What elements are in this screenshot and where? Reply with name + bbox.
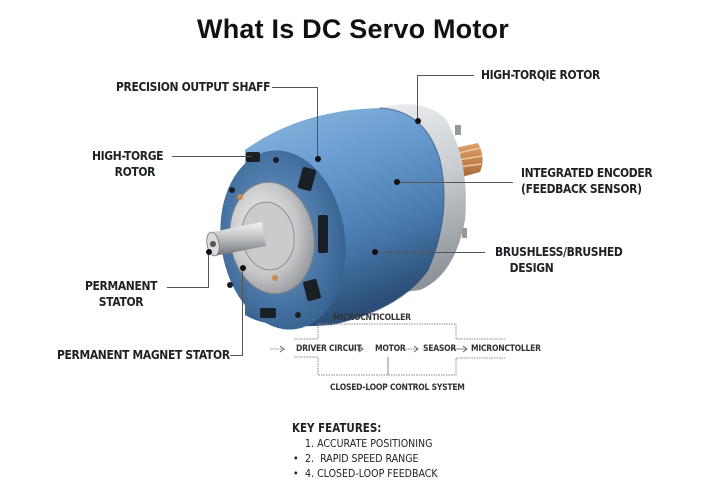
label-brushless-design: BRUSHLESS/BRUSHED DESIGN bbox=[495, 244, 623, 276]
diagram-title: What Is DC Servo Motor bbox=[197, 14, 509, 44]
callout-dot bbox=[415, 118, 421, 124]
leader-line bbox=[417, 75, 418, 121]
leader-line bbox=[242, 268, 243, 356]
leader-line bbox=[398, 182, 513, 183]
leader-line bbox=[317, 87, 318, 159]
feature-bullet: • bbox=[293, 467, 299, 480]
diagram-top-label: MICROCNTICOLLER bbox=[333, 313, 411, 323]
leader-line bbox=[417, 75, 474, 76]
leader-line bbox=[167, 287, 209, 288]
label-line: INTEGRATED ENCODER bbox=[521, 165, 653, 180]
callout-dot bbox=[372, 249, 378, 255]
feature-item: • 4. CLOSED-LOOP FEEDBACK bbox=[293, 467, 438, 480]
label-high-torque-rotor-left: HIGH-TORGE ROTOR bbox=[92, 148, 164, 180]
label-line: HIGH-TORGE bbox=[92, 148, 164, 163]
label-line: (FEEDBACK SENSOR) bbox=[521, 181, 642, 196]
feature-text: 1. ACCURATE POSITIONING bbox=[305, 437, 433, 450]
diagram-node-microcontroller: MICRONCTOLLER bbox=[471, 344, 541, 354]
callout-dot bbox=[240, 265, 246, 271]
feature-item: 1. ACCURATE POSITIONING bbox=[293, 437, 432, 450]
label-line: DESIGN bbox=[509, 260, 554, 275]
callout-dot bbox=[315, 156, 321, 162]
leader-line bbox=[208, 252, 209, 288]
feature-item: • 2. RAPID SPEED RANGE bbox=[293, 452, 419, 465]
label-integrated-encoder: INTEGRATED ENCODER (FEEDBACK SENSOR) bbox=[521, 165, 653, 197]
feature-text: 4. CLOSED-LOOP FEEDBACK bbox=[305, 467, 438, 480]
label-permanent-magnet-stator: PERMANENT MAGNET STATOR bbox=[57, 347, 230, 362]
leader-line bbox=[172, 156, 252, 157]
label-precision-output-shaft: PRECISION OUTPUT SHAFF bbox=[116, 79, 271, 94]
feature-bullet: • bbox=[293, 452, 299, 465]
leader-line bbox=[230, 355, 242, 356]
diagram-node-sensor: SEASOR bbox=[423, 344, 457, 354]
label-permanent-stator: PERMANENT STATOR bbox=[85, 278, 157, 310]
callout-dot bbox=[206, 249, 212, 255]
diagram-bottom-label: CLOSED-LOOP CONTROL SYSTEM bbox=[330, 383, 465, 393]
callout-dot bbox=[394, 179, 400, 185]
label-line: ROTOR bbox=[114, 164, 156, 179]
diagram-node-motor: MOTOR bbox=[375, 344, 406, 354]
label-line: STATOR bbox=[98, 294, 144, 309]
diagram-node-driver-circuit: DRIVER CIRCUIT bbox=[296, 344, 362, 354]
label-high-torque-rotor-top: HIGH-TORQIE ROTOR bbox=[481, 67, 601, 82]
leader-line bbox=[272, 87, 318, 88]
label-line: PERMANENT bbox=[85, 278, 158, 293]
leader-line bbox=[375, 252, 485, 253]
label-line: BRUSHLESS/BRUSHED bbox=[495, 244, 623, 259]
key-features-heading: KEY FEATURES: bbox=[292, 421, 382, 435]
feature-text: 2. RAPID SPEED RANGE bbox=[305, 452, 419, 465]
